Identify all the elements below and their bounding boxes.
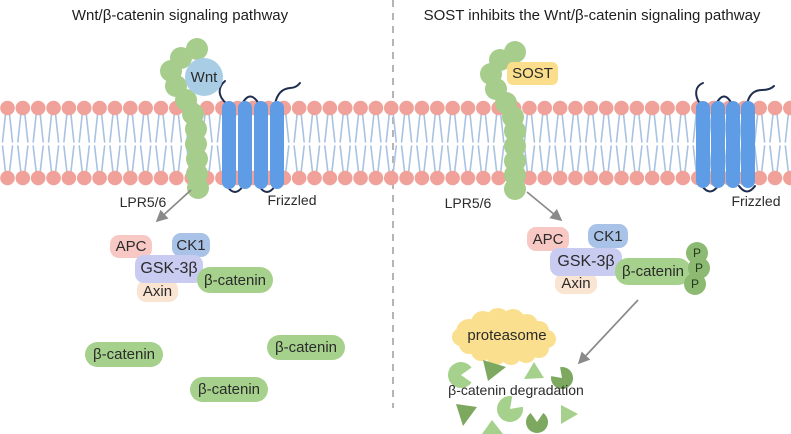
- ck1-protein-right: CK1: [588, 224, 628, 248]
- lpr5-6-receptor-right: [480, 41, 526, 200]
- degradation-fragments: [447, 360, 578, 434]
- proteasome-label: proteasome: [467, 327, 547, 344]
- wnt-ligand: Wnt: [185, 58, 223, 96]
- signal-arrow-right: [526, 191, 563, 222]
- proteasome-cloud: [452, 308, 556, 365]
- frizzled-label-left: Frizzled: [267, 192, 317, 208]
- left-panel-title: Wnt/β-catenin signaling pathway: [71, 7, 289, 24]
- phosphate-badge: P: [684, 273, 706, 295]
- bcatenin-complex-right: β-catenin: [615, 258, 691, 285]
- free-bcatenin: β-catenin: [85, 342, 163, 367]
- cell-membrane: [0, 100, 791, 186]
- free-bcatenin: β-catenin: [267, 335, 345, 360]
- ck1-protein-left: CK1: [172, 233, 210, 257]
- lpr5-6-label-left: LPR5/6: [119, 194, 167, 210]
- bcatenin-complex-left: β-catenin: [197, 267, 273, 293]
- signal-arrow-left: [155, 189, 192, 223]
- frizzled-label-right: Frizzled: [731, 193, 781, 209]
- free-bcatenin: β-catenin: [190, 377, 268, 402]
- axin-protein-right: Axin: [555, 273, 597, 294]
- axin-protein-left: Axin: [137, 280, 178, 302]
- lpr5-6-label-right: LPR5/6: [444, 195, 492, 211]
- apc-protein-right: APC: [527, 227, 569, 251]
- apc-protein-left: APC: [110, 235, 152, 258]
- frizzled-receptor-right: [695, 82, 775, 193]
- degradation-label: β-catenin degradation: [448, 382, 584, 398]
- gsk3b-protein-left: GSK-3β: [135, 255, 203, 283]
- gsk3b-protein-right: GSK-3β: [550, 248, 622, 276]
- sost-ligand: SOST: [507, 62, 558, 85]
- right-panel-title: SOST inhibits the Wnt/β-catenin signalin…: [423, 7, 761, 24]
- lpr5-6-receptor-left: [160, 38, 209, 199]
- frizzled-receptor-left: [218, 80, 301, 193]
- degradation-arrow: [577, 299, 639, 365]
